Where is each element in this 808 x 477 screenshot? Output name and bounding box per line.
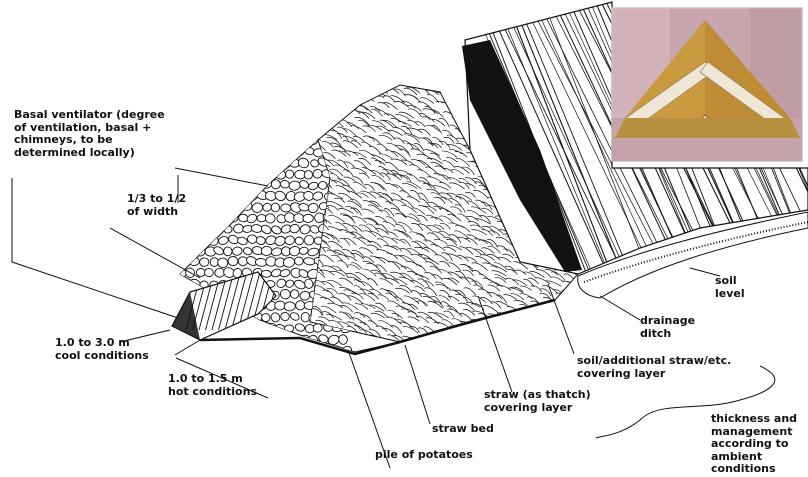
soil-covering-label: soil/additional straw/etc. covering laye… xyxy=(577,355,731,380)
straw-thatch-label: straw (as thatch) covering layer xyxy=(484,389,591,414)
straw-bed-label: straw bed xyxy=(432,423,494,436)
pile-of-potatoes-label: pile of potatoes xyxy=(375,449,473,462)
basal-ventilator-label: Basal ventilator (degree of ventilation,… xyxy=(14,109,165,159)
width-fraction-label: 1/3 to 1/2 of width xyxy=(127,193,186,218)
drainage-ditch-label: drainage ditch xyxy=(640,315,695,340)
hot-conditions-label: 1.0 to 1.5 m hot conditions xyxy=(168,373,257,398)
thickness-management-label: thickness and management according to am… xyxy=(711,413,797,476)
soil-level-label: soil level xyxy=(715,275,745,300)
inset-photo xyxy=(612,8,802,161)
cool-conditions-label: 1.0 to 3.0 m cool conditions xyxy=(55,337,149,362)
